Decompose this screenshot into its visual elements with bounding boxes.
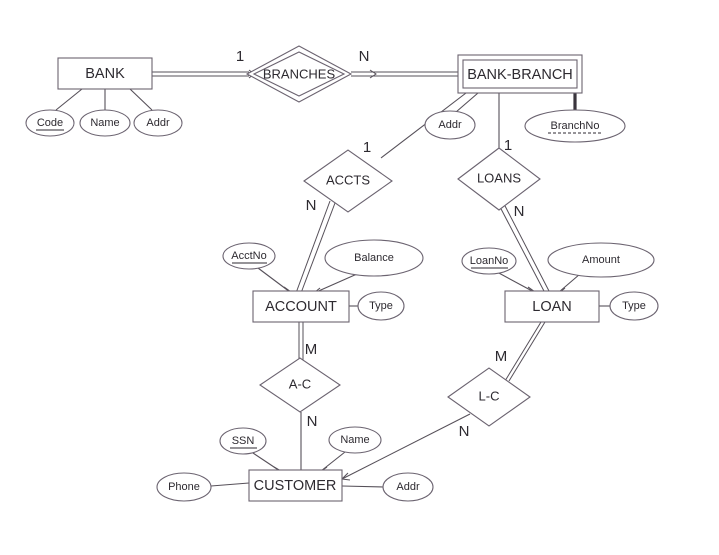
relationship-a-c[interactable]: A-C bbox=[259, 357, 341, 413]
relationship-branches[interactable]: BRANCHES bbox=[245, 45, 353, 103]
entity-bank-branch-label: BANK-BRANCH bbox=[467, 67, 573, 83]
attribute-loan-no-label: LoanNo bbox=[470, 255, 509, 267]
connector-loans-loan bbox=[498, 201, 550, 294]
relationship-l-c[interactable]: L-C bbox=[447, 367, 531, 427]
relationship-layer: BRANCHES ACCTS LOANS A-C L-C bbox=[245, 45, 541, 427]
cardinality-branches-bankbranch: N bbox=[359, 48, 370, 65]
relationship-l-c-label: L-C bbox=[479, 388, 500, 403]
attribute-bank-code-label: Code bbox=[37, 117, 63, 129]
attribute-cust-name-label: Name bbox=[340, 434, 369, 446]
cardinality-ac-account: M bbox=[305, 341, 318, 358]
relationship-loans-label: LOANS bbox=[477, 170, 521, 185]
connector-layer bbox=[55, 69, 611, 488]
attribute-connectors-bank bbox=[55, 88, 153, 111]
attribute-loan-amount[interactable]: Amount bbox=[547, 242, 655, 278]
attribute-branch-no-label: BranchNo bbox=[551, 120, 600, 132]
entity-bank[interactable]: BANK bbox=[57, 57, 153, 90]
connector-accts-account bbox=[295, 200, 336, 294]
relationship-accts-label: ACCTS bbox=[326, 172, 370, 187]
attribute-connectors-bankbranch bbox=[455, 92, 577, 113]
attribute-branch-no[interactable]: BranchNo bbox=[524, 109, 626, 143]
attribute-cust-ssn[interactable]: SSN bbox=[219, 427, 267, 455]
relationship-loans[interactable]: LOANS bbox=[457, 147, 541, 211]
attribute-acct-type[interactable]: Type bbox=[357, 291, 405, 321]
attribute-cust-phone[interactable]: Phone bbox=[156, 472, 212, 502]
connector-loan-lc bbox=[504, 321, 546, 382]
attribute-loan-type[interactable]: Type bbox=[609, 291, 659, 321]
entity-customer[interactable]: CUSTOMER bbox=[248, 469, 343, 502]
relationship-accts[interactable]: ACCTS bbox=[303, 149, 393, 213]
attribute-loan-no[interactable]: LoanNo bbox=[461, 247, 517, 275]
cardinality-bank-branches: 1 bbox=[236, 48, 244, 65]
attribute-acct-balance-label: Balance bbox=[354, 252, 394, 264]
attribute-bank-name[interactable]: Name bbox=[79, 109, 131, 137]
entity-customer-label: CUSTOMER bbox=[254, 478, 337, 494]
cardinality-lc-customer: N bbox=[459, 423, 470, 440]
cardinality-accts-account: N bbox=[306, 197, 317, 214]
cardinality-accts-bankbranch: 1 bbox=[363, 139, 371, 156]
attribute-acct-no[interactable]: AcctNo bbox=[222, 242, 276, 270]
attribute-cust-phone-label: Phone bbox=[168, 481, 200, 493]
attribute-loan-amount-label: Amount bbox=[582, 254, 620, 266]
attribute-branch-addr[interactable]: Addr bbox=[424, 110, 476, 140]
attribute-bank-addr[interactable]: Addr bbox=[133, 109, 183, 137]
connector-bank-branches bbox=[152, 69, 255, 79]
connector-account-ac bbox=[298, 322, 304, 360]
attribute-bank-code[interactable]: Code bbox=[25, 109, 75, 137]
entity-bank-branch[interactable]: BANK-BRANCH bbox=[457, 54, 583, 94]
attribute-acct-balance[interactable]: Balance bbox=[324, 239, 424, 277]
entity-account[interactable]: ACCOUNT bbox=[252, 290, 350, 323]
entity-loan-label: LOAN bbox=[532, 299, 572, 315]
cardinality-loans-loan: N bbox=[514, 203, 525, 220]
cardinality-ac-customer: N bbox=[307, 413, 318, 430]
connector-bankbranch-accts bbox=[380, 92, 467, 159]
attribute-layer: Code Name Addr Addr BranchNo AcctNo bbox=[25, 109, 659, 502]
attribute-acct-no-label: AcctNo bbox=[231, 250, 266, 262]
relationship-branches-label: BRANCHES bbox=[263, 66, 336, 81]
attribute-cust-ssn-label: SSN bbox=[232, 435, 255, 447]
cardinality-loans-bankbranch: 1 bbox=[504, 137, 512, 154]
attribute-acct-type-label: Type bbox=[369, 300, 393, 312]
connector-branches-bankbranch bbox=[351, 69, 458, 79]
attribute-loan-type-label: Type bbox=[622, 300, 646, 312]
attribute-bank-name-label: Name bbox=[90, 117, 119, 129]
cardinality-layer: 1 N 1 N 1 N M N M N bbox=[236, 48, 525, 440]
entity-bank-label: BANK bbox=[85, 66, 125, 82]
entity-loan[interactable]: LOAN bbox=[504, 290, 600, 323]
entity-layer: BANK BANK-BRANCH ACCOUNT LOAN CUSTOMER bbox=[57, 54, 600, 502]
attribute-branch-addr-label: Addr bbox=[438, 119, 462, 131]
cardinality-lc-loan: M bbox=[495, 348, 508, 365]
relationship-a-c-label: A-C bbox=[289, 376, 311, 391]
attribute-cust-name[interactable]: Name bbox=[328, 426, 382, 454]
entity-account-label: ACCOUNT bbox=[265, 299, 337, 315]
attribute-cust-addr-label: Addr bbox=[396, 481, 420, 493]
attribute-bank-addr-label: Addr bbox=[146, 117, 170, 129]
attribute-cust-addr[interactable]: Addr bbox=[382, 472, 434, 502]
